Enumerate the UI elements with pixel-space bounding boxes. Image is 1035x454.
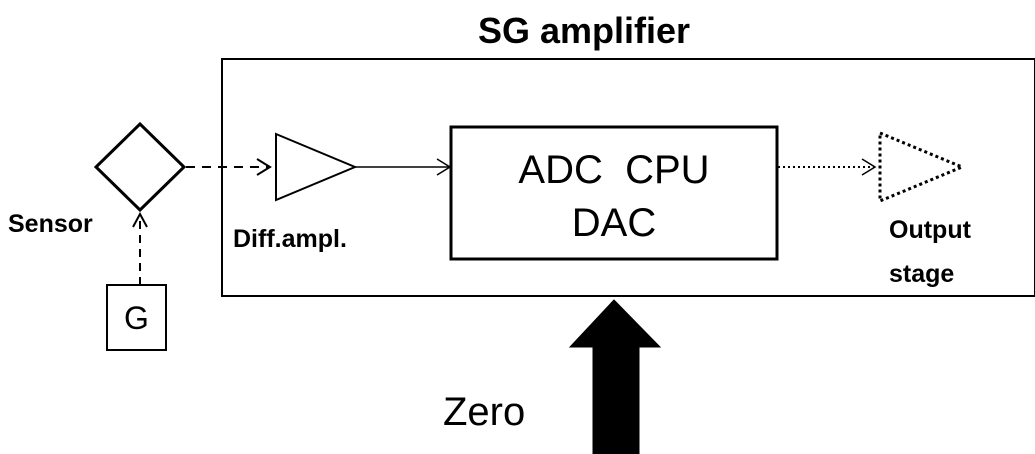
g-to-sensor-arrowhead: [132, 211, 148, 228]
diff-amplifier-triangle: [275, 132, 358, 202]
zero-label: Zero: [443, 390, 526, 434]
block-to-output-arrowhead: [861, 158, 877, 176]
adc-cpu-dac-block: [449, 125, 779, 261]
amplifier-enclosure: [221, 58, 1035, 297]
g-label: G: [124, 300, 149, 336]
diff-amplifier-label: Diff.ampl.: [233, 225, 347, 253]
block-label-line1: ADC CPU: [518, 148, 710, 192]
diagram-title: SG amplifier: [478, 10, 691, 51]
block-label-line2: DAC: [571, 201, 657, 245]
sensor-to-diffamp-arrowhead: [256, 158, 272, 176]
g-box: [106, 284, 167, 351]
sensor-label: Sensor: [8, 210, 93, 238]
output-stage-triangle: [878, 130, 966, 204]
sensor-diamond: [93, 121, 187, 213]
output-stage-label-line2: stage: [889, 260, 955, 288]
zero-arrow: [568, 299, 662, 454]
output-stage-label-line1: Output: [889, 216, 971, 244]
